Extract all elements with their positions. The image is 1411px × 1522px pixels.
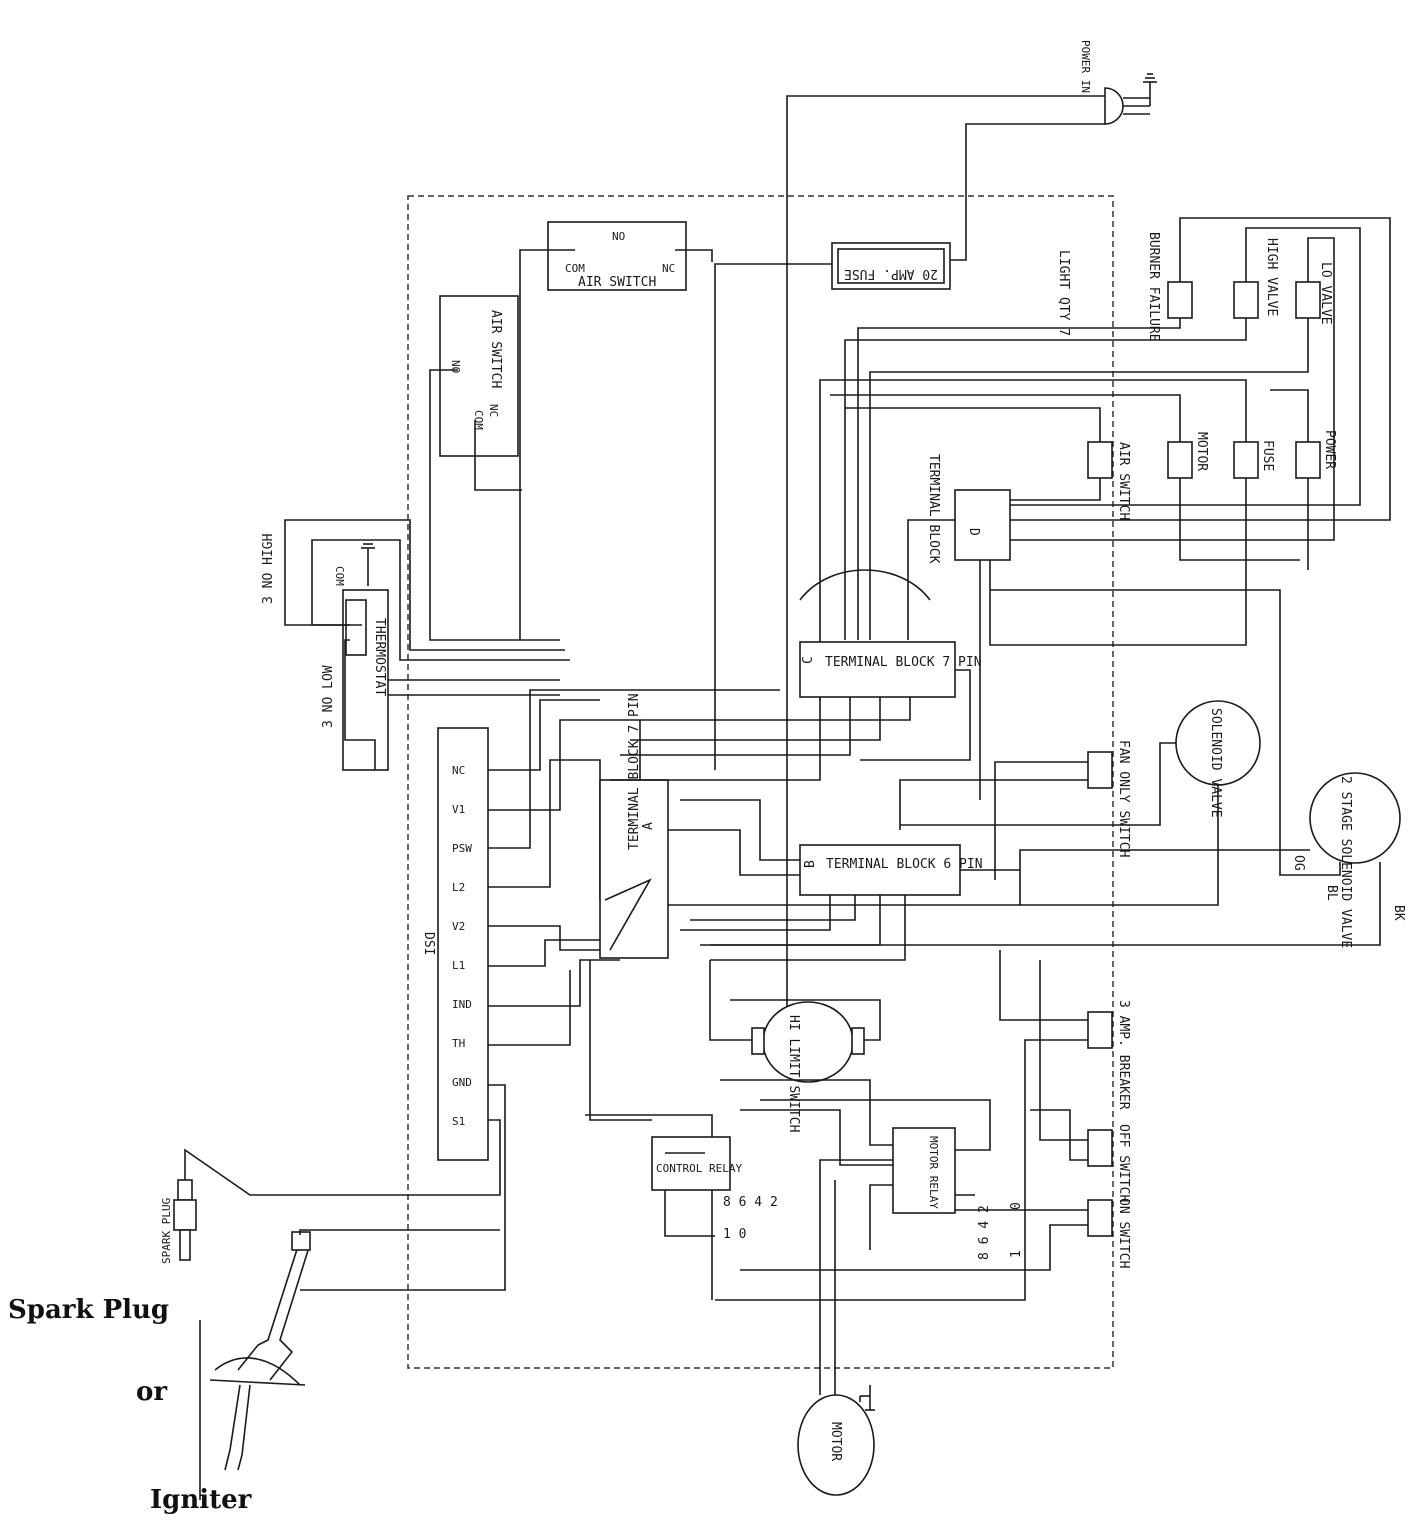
spark-plug-icon (173, 1179, 197, 1261)
svg-text:FUSE: FUSE (1260, 440, 1275, 471)
svg-text:SOLENOID VALVE: SOLENOID VALVE (1208, 708, 1223, 818)
no-high-label: 3 NO HIGH (261, 534, 276, 604)
svg-text:HI LIMIT SWITCH: HI LIMIT SWITCH (786, 1015, 801, 1132)
thermostat: THERMOSTAT COM (333, 543, 389, 771)
dsi-pin-l2: L2 (452, 881, 465, 894)
terminal-block-d: TERMINAL BLOCK D (926, 454, 1011, 564)
caption-spark-plug: Spark Plug (8, 1295, 169, 1325)
svg-text:NO: NO (449, 360, 462, 373)
dsi-pin-ind: IND (452, 998, 472, 1011)
spark-plug-label: SPARK PLUG (160, 1198, 173, 1264)
svg-text:A: A (641, 822, 656, 830)
svg-text:FAN ONLY SWITCH: FAN ONLY SWITCH (1116, 740, 1131, 857)
terminal-block-a: TERMINAL BLOCK 7 PIN A (599, 693, 669, 959)
two-stage-solenoid-valve: 2 STAGE SOLENOID VALVE (1309, 772, 1401, 948)
dsi-module: DSI (421, 727, 489, 1161)
svg-text:NC: NC (662, 262, 675, 275)
dsi-pin-nc: NC (452, 764, 465, 777)
hi-limit-switch: HI LIMIT SWITCH (751, 1001, 865, 1132)
indicator-fuse: FUSE (1233, 440, 1275, 479)
svg-text:NO: NO (612, 230, 625, 243)
caption-igniter: Igniter (150, 1485, 252, 1515)
control-relay-numbers-top: 8 6 4 2 (723, 1195, 778, 1210)
breaker-3amp: 3 AMP. BREAKER (1087, 1000, 1131, 1110)
motor-relay-number-0: 0 (1009, 1202, 1024, 1210)
caption-or: or (136, 1377, 167, 1407)
svg-text:LO VALVE: LO VALVE (1318, 262, 1333, 325)
motor-relay-number-1: 1 (1009, 1250, 1024, 1258)
svg-text:BURNER FAILURE: BURNER FAILURE (1146, 232, 1161, 342)
fuse-20amp: 20 AMP. FUSE (831, 242, 951, 290)
svg-text:CONTROL RELAY: CONTROL RELAY (656, 1162, 742, 1175)
air-switch-top: AIR SWITCH COM NC NO (547, 221, 687, 291)
svg-text:COM: COM (472, 410, 485, 430)
motor-relay: MOTOR RELAY (892, 1127, 956, 1214)
svg-text:MOTOR: MOTOR (828, 1422, 843, 1461)
control-relay: CONTROL RELAY (651, 1136, 742, 1191)
terminal-block-c: TERMINAL BLOCK 7 PIN C (799, 641, 982, 698)
power-in-label: POWER IN (1079, 40, 1092, 93)
indicator-lo-valve: LO VALVE (1295, 262, 1333, 325)
svg-text:AIR SWITCH: AIR SWITCH (1116, 442, 1131, 520)
motor-relay-numbers: 8 6 4 2 (977, 1205, 992, 1260)
wire-bk-label: BK (1391, 905, 1406, 921)
control-relay-numbers-bottom: 1 0 (723, 1227, 746, 1242)
dsi-pin-l1: L1 (452, 959, 465, 972)
fan-only-switch: FAN ONLY SWITCH (1087, 740, 1131, 857)
air-switch-left: AIR SWITCH NC COM NO (439, 295, 519, 457)
power-plug-icon (1104, 73, 1157, 125)
dsi-pin-psw: PSW (452, 842, 472, 855)
light-qty-label: LIGHT QTY 7 (1056, 250, 1071, 336)
terminal-block-b: TERMINAL BLOCK 6 PIN B (799, 844, 983, 896)
svg-text:ON SWITCH: ON SWITCH (1116, 1198, 1131, 1268)
svg-text:3 AMP. BREAKER: 3 AMP. BREAKER (1116, 1000, 1131, 1110)
svg-text:TERMINAL BLOCK: TERMINAL BLOCK (926, 454, 941, 564)
svg-text:THERMOSTAT: THERMOSTAT (372, 618, 387, 696)
svg-text:NC: NC (487, 404, 500, 417)
dsi-pin-th: TH (452, 1037, 465, 1050)
svg-text:TERMINAL BLOCK 7 PIN: TERMINAL BLOCK 7 PIN (825, 655, 982, 670)
svg-text:COM: COM (565, 262, 585, 275)
dsi-pin-v1: V1 (452, 803, 465, 816)
svg-text:B: B (803, 860, 818, 868)
svg-text:TERMINAL BLOCK 6 PIN: TERMINAL BLOCK 6 PIN (826, 857, 983, 872)
no-low-label: 3 NO LOW (321, 665, 336, 728)
wire-bl-label: BL (1324, 885, 1339, 901)
svg-text:AIR SWITCH: AIR SWITCH (488, 310, 503, 388)
svg-text:TERMINAL BLOCK 7 PIN: TERMINAL BLOCK 7 PIN (627, 693, 642, 850)
svg-text:HIGH VALVE: HIGH VALVE (1264, 238, 1279, 316)
svg-text:COM: COM (333, 566, 346, 586)
wire-og-label: OG (1291, 855, 1306, 871)
indicator-power: POWER (1295, 430, 1337, 479)
dsi-pin-s1: S1 (452, 1115, 465, 1128)
svg-text:C: C (801, 656, 816, 664)
igniter-icon (199, 1229, 500, 1500)
svg-text:2 STAGE SOLENOID VALVE: 2 STAGE SOLENOID VALVE (1338, 776, 1353, 948)
dsi-pin-v2: V2 (452, 920, 465, 933)
svg-text:OFF SWITCH: OFF SWITCH (1116, 1124, 1131, 1202)
svg-text:20 AMP. FUSE: 20 AMP. FUSE (844, 266, 938, 281)
indicator-burner-failure: BURNER FAILURE (1146, 232, 1193, 342)
svg-text:AIR SWITCH: AIR SWITCH (578, 275, 656, 290)
indicator-high-valve: HIGH VALVE (1233, 238, 1279, 319)
indicator-motor: MOTOR (1167, 432, 1209, 479)
svg-text:MOTOR RELAY: MOTOR RELAY (927, 1136, 940, 1209)
dsi-pin-gnd: GND (452, 1076, 472, 1089)
svg-text:DSI: DSI (421, 932, 436, 955)
svg-text:MOTOR: MOTOR (1194, 432, 1209, 471)
control-box-enclosure (407, 195, 1114, 1369)
indicator-air-switch: AIR SWITCH (1087, 441, 1131, 520)
on-switch: ON SWITCH (1087, 1198, 1131, 1268)
motor: MOTOR (797, 1385, 875, 1496)
svg-text:D: D (966, 528, 981, 536)
off-switch: OFF SWITCH (1087, 1124, 1131, 1202)
